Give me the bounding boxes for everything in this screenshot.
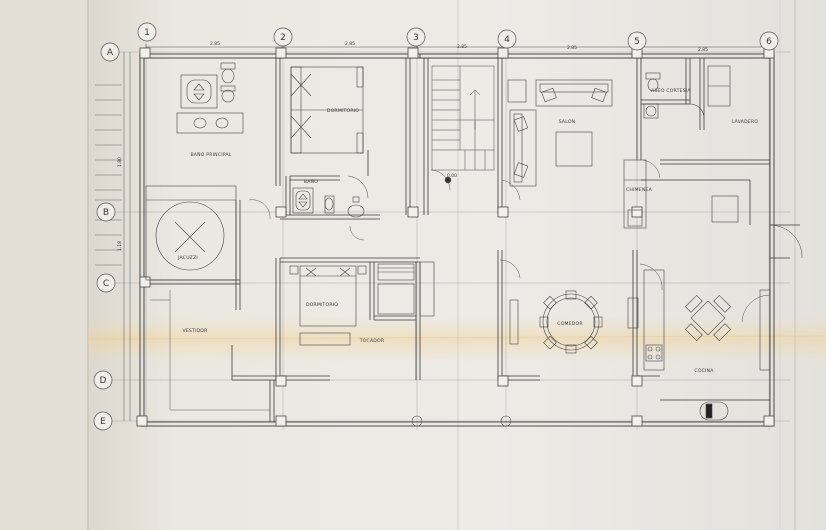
grid-bubble-row: B: [96, 202, 116, 222]
room-label-bano: BAÑO: [304, 178, 318, 185]
grid-label: B: [103, 208, 109, 218]
level-label: 0.00: [447, 173, 457, 179]
grid-label: 6: [766, 37, 772, 47]
paper-sheet: [88, 0, 826, 530]
grid-label: 2: [280, 33, 286, 43]
room-label-lavadero: LAVADERO: [732, 119, 759, 125]
room-label-vestidor: VESTIDOR: [182, 328, 208, 334]
double-bed-2: [289, 265, 367, 346]
fireplace: [623, 159, 739, 229]
living-room-furniture: [507, 79, 613, 187]
grid-bubble-col: 5: [627, 31, 647, 51]
dim-label: 2.85: [567, 45, 577, 51]
grid-label: E: [100, 417, 106, 427]
grid-label: D: [100, 376, 107, 386]
dimension-labels: 2.85 2.85 2.85 2.85 2.85 1.80 1.18: [117, 41, 708, 251]
doors: [248, 159, 771, 323]
guest-toilet-fixtures: [643, 65, 731, 119]
double-bed: [290, 66, 364, 154]
bathroom-fixtures: [176, 62, 244, 134]
room-label-dormitorio: DORMITORIO: [327, 108, 359, 114]
grid-bubble-row: D: [93, 370, 113, 390]
dim-label: 2.85: [698, 47, 708, 53]
grid-label: 3: [413, 33, 419, 43]
closet-unit: [377, 261, 435, 317]
room-label-aseo-cortesia: ASEO CORTESIA: [651, 88, 691, 94]
grid-label: 4: [504, 35, 510, 45]
grid-bubble-row: E: [93, 411, 113, 431]
grid-bubble-col: 3: [406, 27, 426, 47]
interior-stairs: [431, 65, 495, 184]
dim-label: 1.80: [117, 157, 123, 167]
interior-walls: [146, 58, 803, 422]
room-label-salon: SALON: [559, 119, 576, 125]
dressing-room: [150, 290, 270, 411]
room-label-dormitorio-2: DORMITORIO: [306, 302, 338, 308]
dim-label: 2.85: [345, 41, 355, 47]
room-labels: BAÑO PRINCIPAL DORMITORIO BAÑO SALON ASE…: [177, 88, 758, 374]
grid-bubble-row: C: [96, 273, 116, 293]
room-label-tocador: TOCADOR: [359, 338, 385, 344]
room-label-chimenea: CHIMENEA: [626, 187, 653, 193]
grid-bubble-col: 2: [273, 27, 293, 47]
room-label-cocina: COCINA: [694, 368, 714, 374]
room-label-bano-principal: BAÑO PRINCIPAL: [190, 151, 231, 158]
dim-label: 2.85: [457, 44, 467, 50]
room-label-comedor: COMEDOR: [557, 321, 583, 327]
grid-bubble-row: A: [100, 42, 120, 62]
grid-bubble-col: 4: [497, 29, 517, 49]
dining-table: [509, 290, 603, 354]
left-dimension-line: [123, 52, 131, 421]
structural-grid-lines: [110, 42, 790, 430]
dim-label: 2.85: [210, 41, 220, 47]
grid-label: 5: [634, 37, 640, 47]
pillar-markers: [411, 415, 512, 427]
room-label-jacuzzi: JACUZZI: [177, 255, 198, 261]
jacuzzi: [145, 185, 237, 281]
row-grid-bubbles: A B C D E: [93, 42, 120, 431]
grid-label: C: [103, 279, 109, 289]
grid-label: 1: [144, 28, 150, 38]
exterior-stairs: [95, 84, 122, 266]
kitchen-fixtures: [627, 269, 771, 421]
column-grid-bubbles: 1 2 3 4 5 6: [137, 22, 779, 51]
grid-bubble-col: 6: [759, 31, 779, 51]
grid-label: A: [107, 48, 114, 58]
small-bathroom-fixtures: [292, 175, 369, 218]
grid-bubble-col: 1: [137, 22, 157, 42]
dim-label: 1.18: [117, 241, 123, 251]
